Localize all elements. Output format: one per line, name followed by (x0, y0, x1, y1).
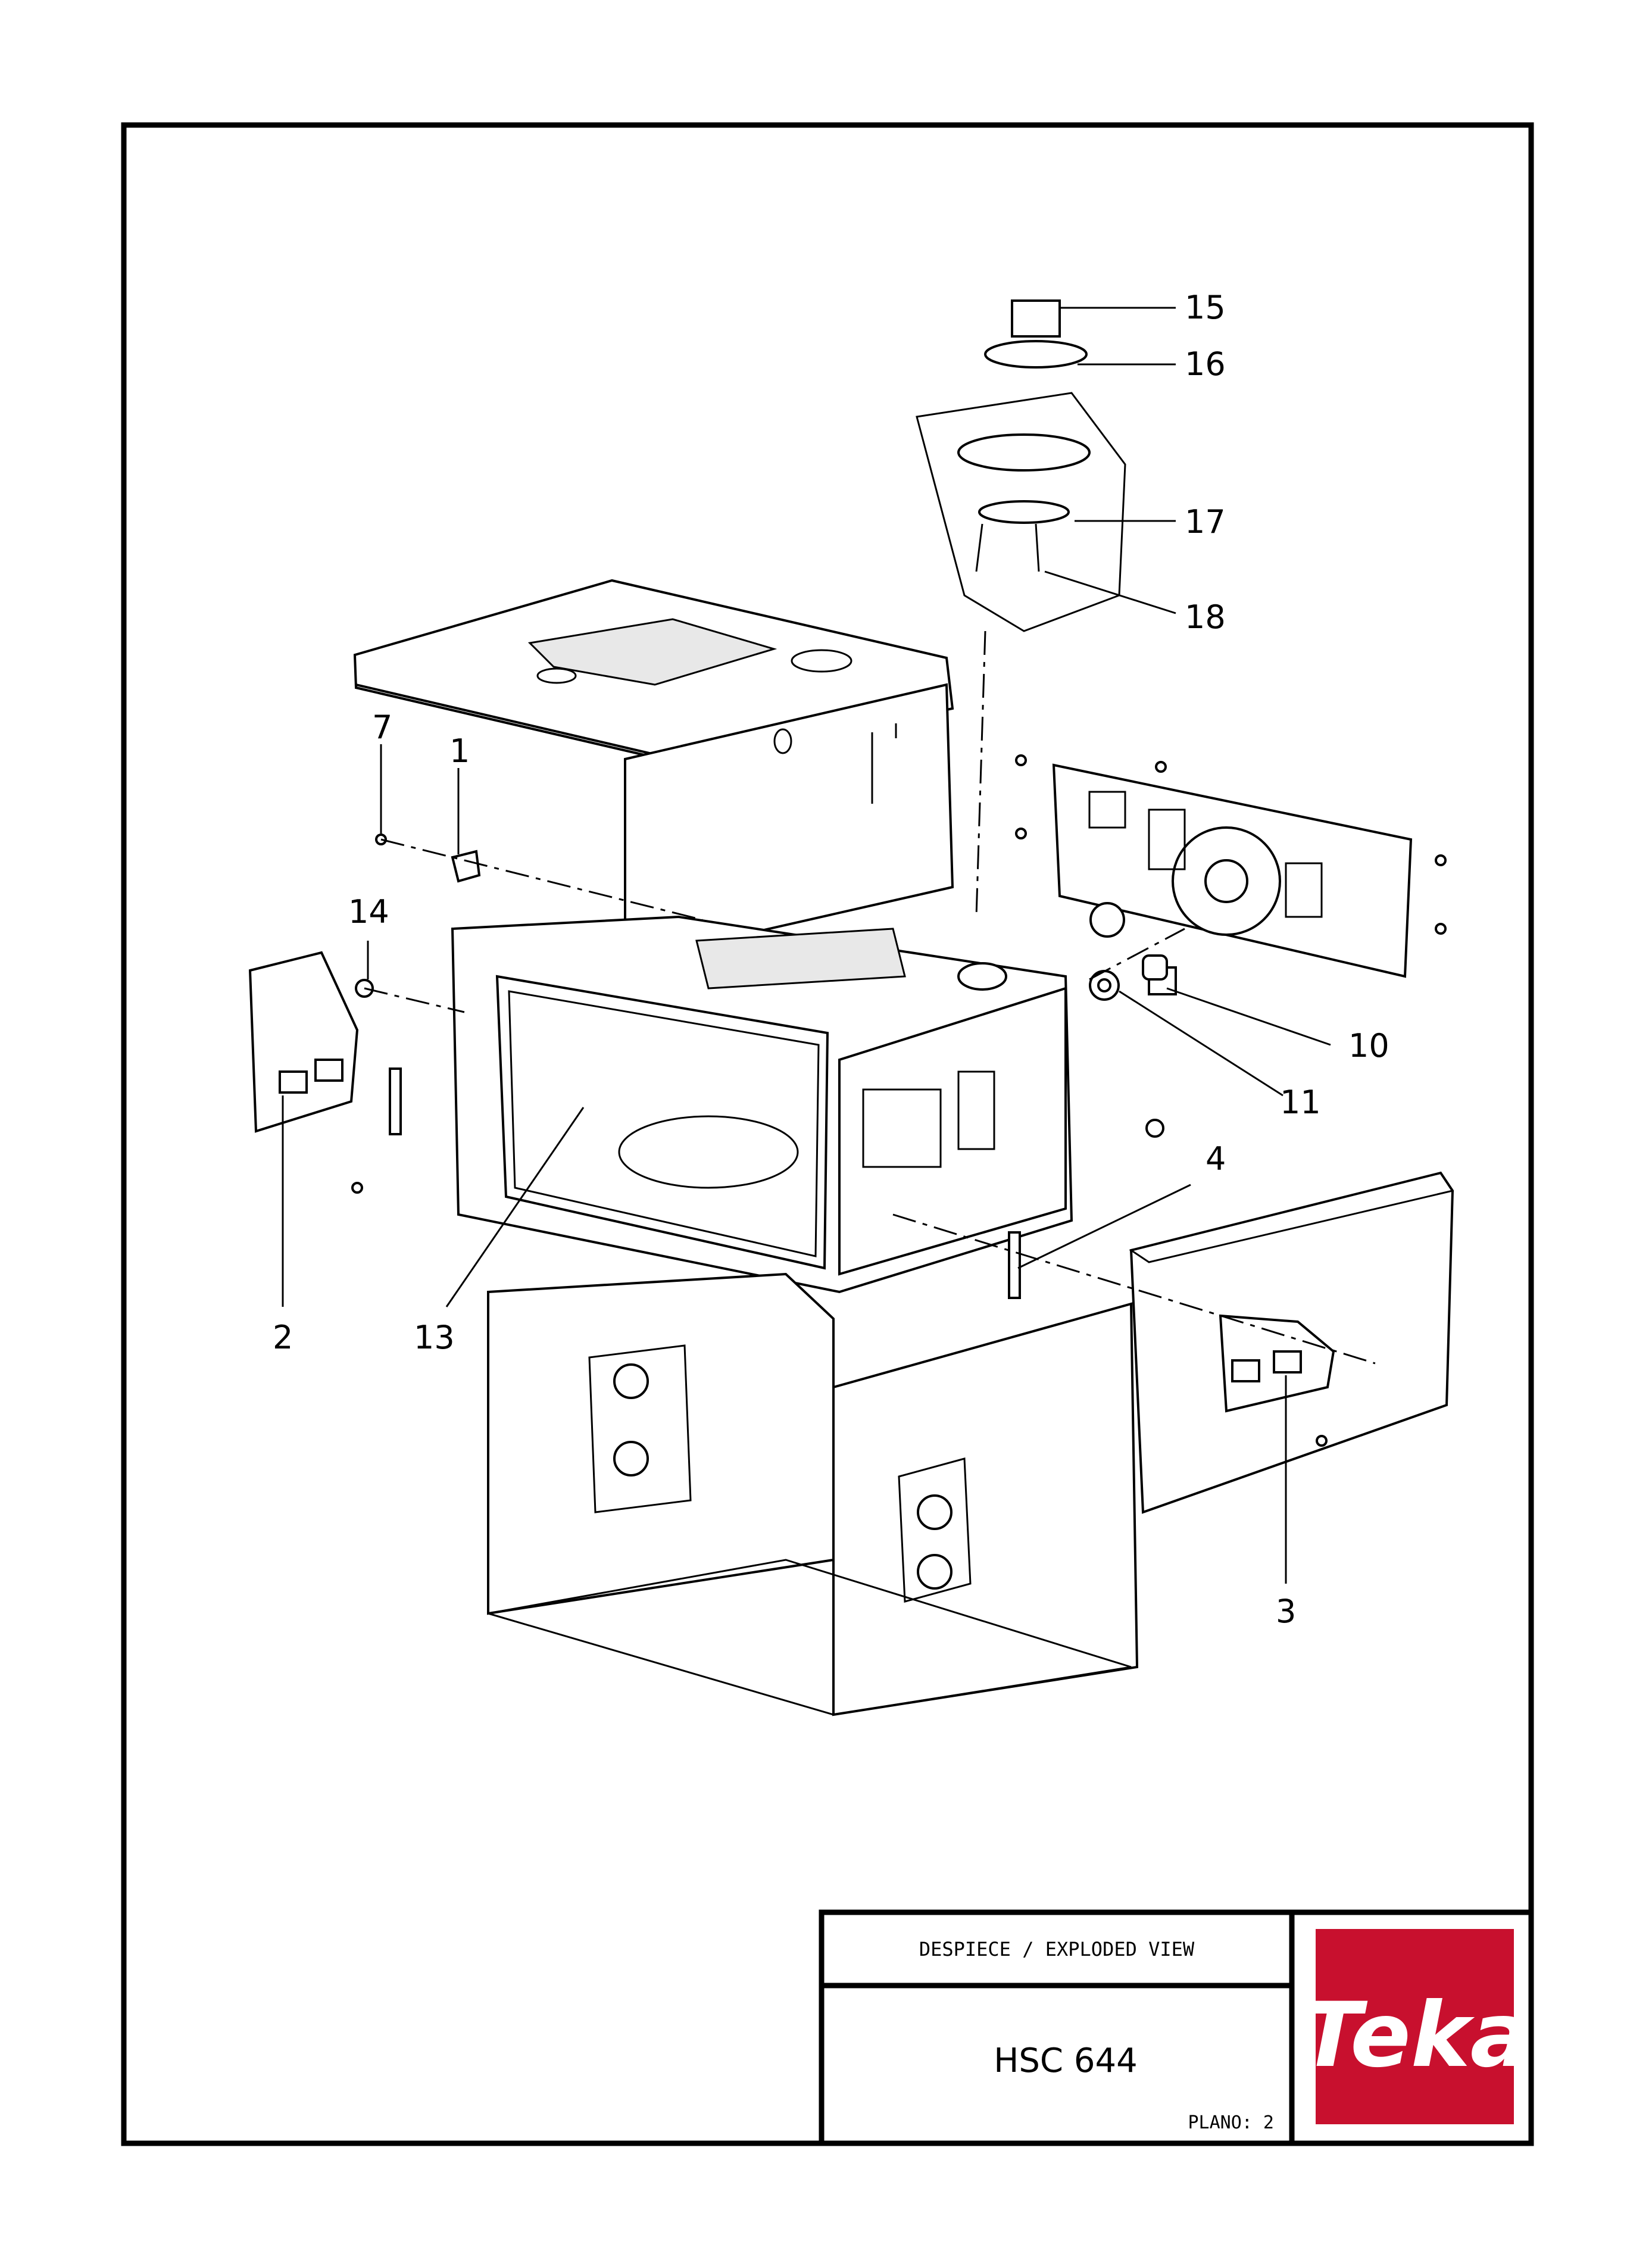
top-cover-panel (353, 579, 954, 963)
callout-2: 2 (273, 1319, 293, 1356)
hinge-bracket-right (1008, 1231, 1335, 1413)
callout-3: 3 (1276, 1593, 1296, 1630)
title-block-heading: DESPIECE / EXPLODED VIEW (919, 1938, 1195, 1961)
small-parts (351, 754, 1447, 1447)
callout-13: 13 (414, 1319, 455, 1356)
callout-14: 14 (348, 893, 389, 931)
callout-17: 17 (1185, 503, 1226, 541)
brand-logo: Teka (1301, 1929, 1531, 2124)
hinge-bracket-left (248, 951, 402, 1135)
callout-1: 1 (449, 732, 470, 770)
leader-lines (282, 307, 1331, 1584)
callout-7: 7 (372, 708, 392, 746)
title-block-model: HSC 644 (994, 2042, 1137, 2080)
heating-element-assembly (916, 299, 1126, 632)
callout-15: 15 (1185, 289, 1226, 326)
callout-labels: 15 16 17 18 7 1 14 10 11 4 2 13 3 (273, 289, 1389, 1630)
oven-cavity (451, 915, 1073, 1294)
back-cover-plate (1052, 763, 1413, 995)
assembly-axes (364, 630, 1376, 1365)
callout-11: 11 (1280, 1084, 1321, 1121)
callout-10: 10 (1348, 1027, 1389, 1065)
brand-logo-text: Teka (1301, 1984, 1531, 2087)
callout-16: 16 (1185, 345, 1226, 383)
callout-4: 4 (1206, 1140, 1226, 1178)
outer-casing (487, 1272, 1139, 1716)
title-block-sheet: PLANO: 2 (1188, 2112, 1275, 2133)
callout-18: 18 (1185, 598, 1226, 636)
